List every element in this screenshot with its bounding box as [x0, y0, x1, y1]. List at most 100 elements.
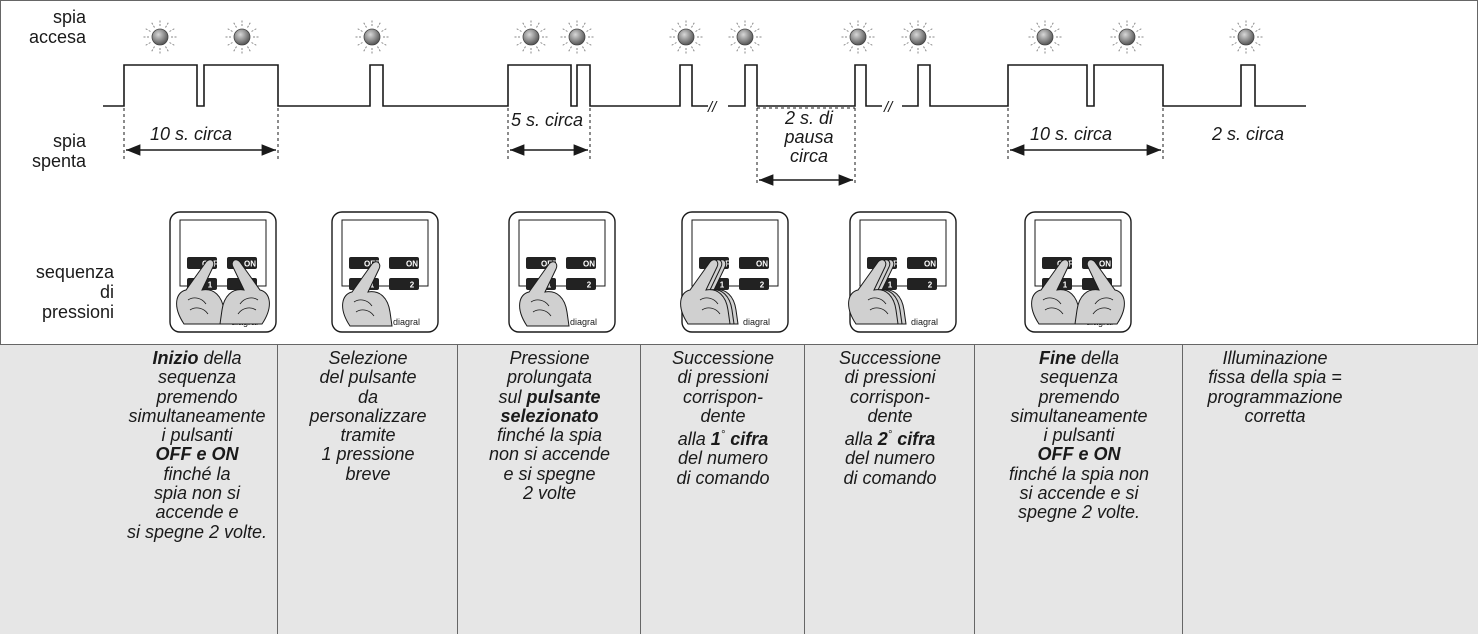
description-run: finché la spia non	[1008, 463, 1150, 484]
button-one: 1	[547, 281, 552, 290]
description-line: di pressioni	[643, 368, 803, 387]
measure-line: 2 s. di	[784, 108, 834, 128]
button-two: 2	[587, 281, 592, 290]
description-run: della	[198, 348, 242, 368]
button-one: 1	[1063, 281, 1068, 290]
description-line: si accende e si	[977, 483, 1181, 504]
description-line: fissa della spia =	[1185, 368, 1365, 387]
description-run: °	[720, 429, 726, 442]
button-on: ON	[583, 260, 595, 269]
measure-10s-end: 10 s. circa	[1030, 124, 1113, 144]
description-line: personalizzare	[280, 405, 456, 426]
remote-control-icon: OFFON12diagral	[508, 211, 616, 333]
description-line: finché la spia non	[977, 463, 1181, 484]
label-sequenza-pressioni: sequenza di pressioni	[0, 262, 114, 322]
measure-line: circa	[789, 146, 828, 166]
description-run: selezionato	[500, 405, 599, 426]
description-line: accende e	[117, 503, 277, 522]
remote-control-icon: OFFON12diagral	[680, 211, 789, 333]
description-run: prolungata	[506, 367, 593, 388]
label-line: sequenza	[35, 262, 114, 282]
description-line: del pulsante	[280, 368, 456, 387]
description-line: prolungata	[460, 368, 639, 387]
hand-icon	[176, 259, 227, 325]
button-on: ON	[924, 260, 936, 269]
step-column	[975, 345, 1183, 634]
description-line: finché la spia	[460, 426, 639, 445]
lamp-icon	[143, 20, 177, 54]
remote-controls: OFFON12diagral OFFON12diagral OFFON12diagr…	[169, 211, 1132, 333]
description-run: si accende e si	[1019, 483, 1139, 504]
measure-5s: 5 s. circa	[511, 110, 584, 130]
description-line: corrispon-	[643, 387, 803, 407]
description-run: OFF e ON	[155, 444, 239, 465]
button-one: 1	[370, 281, 375, 290]
description-line: e si spegne	[460, 464, 639, 484]
description-line: Illuminazione	[1185, 348, 1365, 368]
description-line: dente	[643, 406, 803, 426]
brand-logo: diagral	[570, 317, 597, 327]
description-line: del numero	[643, 449, 803, 468]
description-run: finché la spia	[496, 425, 603, 446]
description-line: premendo	[977, 387, 1181, 407]
description-line: alla 2° cifra	[807, 426, 973, 449]
description-run: alla	[677, 429, 711, 450]
description-line: alla 1° cifra	[643, 426, 803, 449]
description-run: corretta	[1244, 405, 1306, 426]
description-run: programmazione	[1207, 386, 1343, 407]
description-line: si spegne 2 volte.	[117, 522, 277, 542]
button-on: ON	[244, 260, 256, 269]
break-mark: //	[707, 99, 718, 116]
description-line: tramite	[280, 426, 456, 445]
description-run: 1 pressione	[321, 444, 415, 465]
description-run: spegne 2 volte.	[1017, 502, 1141, 523]
description-run: finché la	[163, 463, 231, 484]
description-run: corrispon-	[849, 386, 931, 407]
description-run: sequenza	[157, 367, 237, 388]
description-run: personalizzare	[309, 405, 427, 426]
remote-control-icon: OFFON12diagral	[1024, 211, 1132, 333]
description-run: pulsante	[526, 386, 601, 407]
description-line: simultaneamente	[977, 406, 1181, 426]
lamp-icon	[560, 20, 594, 54]
step-column	[641, 345, 805, 634]
remote-control-icon: OFFON12diagral	[848, 211, 957, 333]
lamp-icon	[901, 20, 935, 54]
description-run: sequenza	[1039, 367, 1119, 388]
description-run: premendo	[156, 386, 238, 407]
description-line: OFF e ON	[977, 445, 1181, 464]
description-run: dente	[867, 405, 913, 426]
description-run: di comando	[843, 467, 937, 488]
description-run: non si accende	[488, 444, 611, 465]
description-line: spia non si	[117, 483, 277, 503]
step-column	[0, 345, 278, 634]
description-line: selezionato	[460, 405, 639, 426]
description-line: 2 volte	[460, 483, 639, 503]
remote-control-icon: OFFON12diagral	[331, 211, 439, 333]
remote-control-icon: OFFON12diagral	[169, 211, 277, 333]
label-line: spia	[52, 131, 86, 151]
lamp-icon	[1229, 20, 1263, 54]
label-spia-spenta: spia spenta	[0, 131, 86, 171]
hand-icon	[680, 259, 739, 325]
button-on: ON	[406, 260, 418, 269]
description-line: Pressione	[460, 348, 639, 368]
description-run: Illuminazione	[1222, 348, 1328, 368]
description-run: di pressioni	[844, 367, 936, 388]
lamp-icon	[1110, 20, 1144, 54]
step-column	[805, 345, 975, 634]
description-run: sul	[498, 386, 527, 407]
hand-icon	[342, 261, 393, 327]
label-line: di	[99, 282, 114, 302]
description-run: accende e	[155, 502, 239, 523]
description-run: del pulsante	[319, 367, 417, 388]
description-line: sul pulsante	[460, 386, 639, 407]
timing-diagram: // // OFFON12diagralOFFON12diagralOFFON1…	[103, 20, 1306, 333]
description-line: programmazione	[1185, 386, 1365, 407]
measure-line: pausa	[784, 127, 834, 147]
